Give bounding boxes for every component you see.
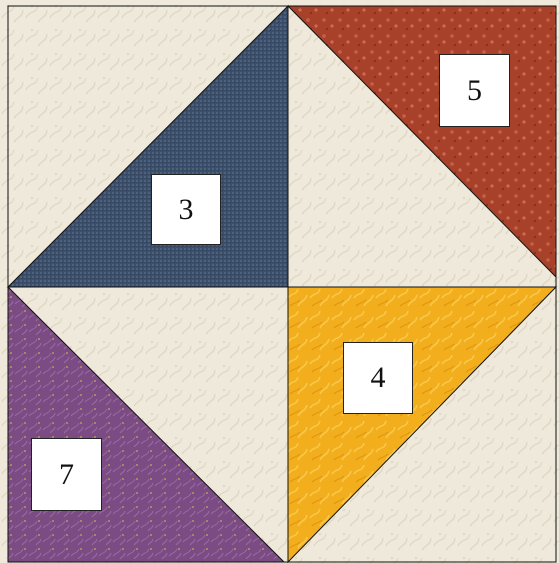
piece-label-4: 4	[343, 342, 413, 414]
piece-label-5: 5	[439, 54, 510, 127]
piece-label-7: 7	[31, 438, 102, 511]
piece-label-3: 3	[151, 174, 221, 245]
